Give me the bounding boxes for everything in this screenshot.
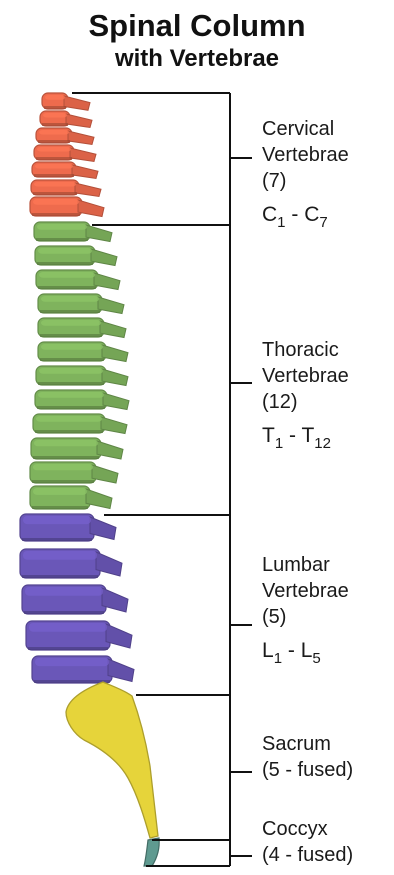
label-cervical-count: (7): [262, 168, 349, 194]
vertebrae-stack: [20, 93, 134, 683]
lumbar-vertebra: [20, 549, 122, 578]
label-lumbar-name: Lumbar: [262, 552, 349, 578]
thoracic-vertebra: [30, 486, 112, 509]
range-start-number: 1: [277, 214, 285, 231]
label-cervical-range: C1 - C7: [262, 202, 349, 236]
label-sacrum: Sacrum (5 - fused): [262, 731, 353, 783]
range-end-number: 7: [319, 214, 327, 231]
cervical-vertebra: [42, 93, 90, 110]
range-end-letter: L: [301, 639, 313, 662]
thoracic-vertebra: [36, 366, 128, 386]
label-sacrum-name: Sacrum: [262, 731, 353, 757]
label-cervical-name: Cervical: [262, 116, 349, 142]
label-thoracic-line2: Vertebrae: [262, 363, 349, 389]
cervical-vertebra: [36, 128, 94, 145]
range-end-number: 5: [312, 650, 320, 667]
label-thoracic-count: (12): [262, 389, 349, 415]
range-start-letter: C: [262, 203, 277, 226]
label-lumbar-line2: Vertebrae: [262, 578, 349, 604]
range-separator: -: [286, 203, 305, 226]
thoracic-vertebra: [36, 270, 120, 290]
coccyx-shape: [144, 838, 159, 866]
thoracic-vertebra: [38, 342, 128, 362]
label-cervical: Cervical Vertebrae (7) C1 - C7: [262, 116, 349, 236]
label-thoracic: Thoracic Vertebrae (12) T1 - T12: [262, 337, 349, 457]
cervical-vertebra: [34, 145, 96, 162]
thoracic-vertebra: [33, 414, 127, 434]
label-lumbar: Lumbar Vertebrae (5) L1 - L5: [262, 552, 349, 672]
lumbar-vertebra: [32, 656, 134, 683]
label-coccyx-line2: (4 - fused): [262, 842, 353, 868]
cervical-vertebra: [30, 197, 104, 217]
lumbar-vertebra: [22, 585, 128, 614]
thoracic-vertebra: [31, 438, 123, 459]
label-lumbar-count: (5): [262, 604, 349, 630]
thoracic-vertebra: [35, 246, 117, 266]
label-coccyx: Coccyx (4 - fused): [262, 816, 353, 868]
range-separator: -: [282, 639, 301, 662]
thoracic-vertebra: [30, 462, 118, 483]
range-end-letter: T: [301, 424, 314, 447]
range-start-number: 1: [274, 650, 282, 667]
label-thoracic-range: T1 - T12: [262, 423, 349, 457]
range-separator: -: [283, 424, 301, 447]
thoracic-vertebra: [38, 294, 124, 314]
cervical-vertebra: [32, 162, 98, 179]
range-end-letter: C: [304, 203, 319, 226]
label-cervical-line2: Vertebrae: [262, 142, 349, 168]
thoracic-vertebra: [38, 318, 126, 338]
range-start-number: 1: [275, 435, 283, 452]
range-end-number: 12: [314, 435, 331, 452]
label-sacrum-line2: (5 - fused): [262, 757, 353, 783]
label-lumbar-range: L1 - L5: [262, 638, 349, 672]
cervical-vertebra: [40, 111, 92, 128]
cervical-vertebra: [31, 180, 101, 197]
sacrum-shape: [66, 682, 158, 838]
lumbar-vertebra: [26, 621, 132, 650]
range-start-letter: T: [262, 424, 275, 447]
label-thoracic-name: Thoracic: [262, 337, 349, 363]
lumbar-vertebra: [20, 514, 116, 541]
range-start-letter: L: [262, 639, 274, 662]
thoracic-vertebra: [35, 390, 129, 410]
label-coccyx-name: Coccyx: [262, 816, 353, 842]
